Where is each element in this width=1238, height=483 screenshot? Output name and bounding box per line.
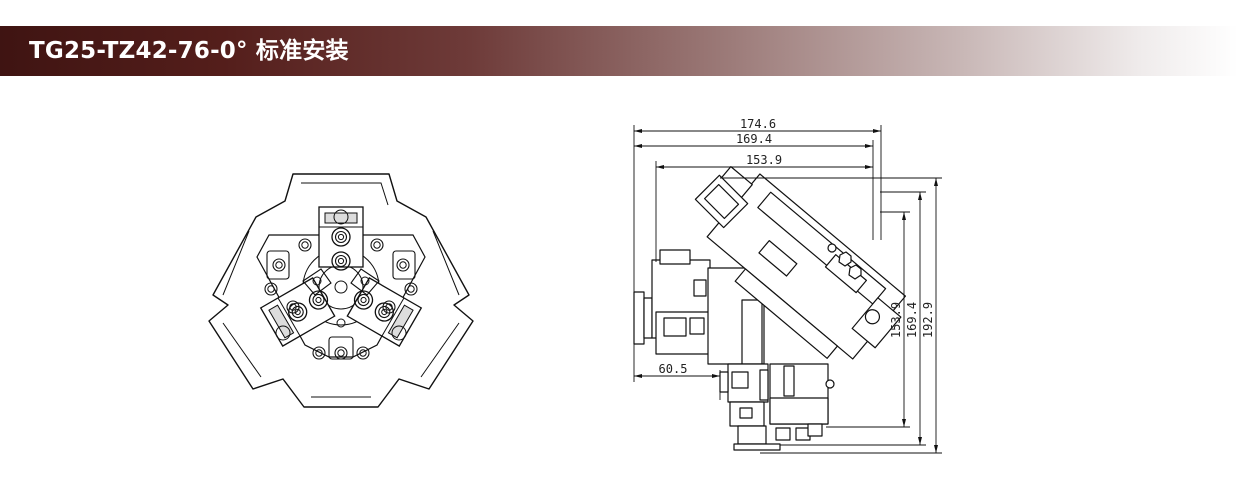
dimension-width-3: 153.9 (746, 153, 782, 167)
dimension-arrows (634, 129, 938, 453)
side-view (633, 165, 907, 451)
dimension-width-2: 169.4 (736, 132, 772, 146)
page-title: TG25-TZ42-76-0° 标准安装 (29, 38, 349, 64)
title-bar: TG25-TZ42-76-0° 标准安装 (0, 26, 1238, 76)
dimension-height-3: 192.9 (921, 302, 935, 338)
dimension-width-1: 174.6 (740, 117, 776, 131)
dimension-lines (633, 125, 942, 454)
dimension-height-1: 153.9 (889, 302, 903, 338)
front-view (208, 173, 474, 408)
dimension-offset: 60.5 (659, 362, 688, 376)
dimension-height-2: 169.4 (905, 302, 919, 338)
